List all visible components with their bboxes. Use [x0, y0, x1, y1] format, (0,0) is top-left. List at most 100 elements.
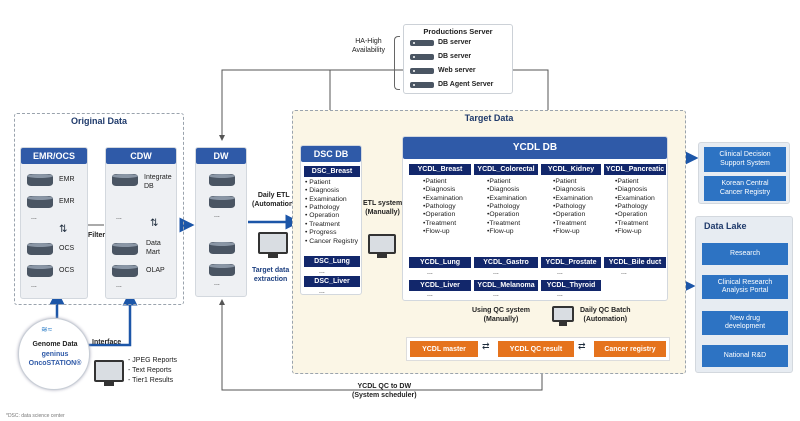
ycdl-col-list: •Patient•Diagnosis•Examination•Pathology… — [615, 178, 655, 237]
list-item: •Treatment — [553, 219, 587, 227]
server-item: DB Agent Server — [438, 81, 494, 88]
cdw-panel: CDW Integrate DB ... ⇅ Data Mart OLAP ..… — [105, 147, 177, 299]
dw-dots: ... — [214, 212, 220, 219]
list-item: •Pathology — [553, 203, 586, 211]
ycdl-col-label: YCDL_Breast — [409, 164, 471, 175]
list-item: •Patient — [423, 178, 447, 185]
list-item: •Examination — [423, 194, 463, 202]
genome-circle: ≋≈ Genome Data geninus OncoSTATION® — [18, 318, 90, 390]
original-title: Original Data — [70, 116, 127, 126]
transfer-icon: ⇅ — [150, 218, 159, 229]
monitor-icon — [94, 360, 124, 386]
ycdl-row3-label: YCDL_Melanoma — [474, 280, 538, 291]
emr-ocs-panel: EMR/OCS EMR EMR ... ⇅ OCS OCS ... — [20, 147, 88, 299]
list-item: •Examination — [553, 194, 593, 202]
database-icon — [209, 242, 235, 254]
list-item: • Patient — [305, 179, 331, 186]
ycdl-row2-label: YCDL_Bile duct — [604, 257, 666, 268]
server-icon — [410, 40, 434, 46]
ycdl-master-button: YCDL master — [410, 341, 478, 357]
exchange-icon: ⇄ — [578, 341, 586, 351]
ycdl-col-label: YCDL_Colorectal — [474, 164, 538, 175]
dw-dots: ... — [214, 280, 220, 287]
list-item: •Pathology — [423, 203, 456, 211]
ycdl-col-list: •Patient•Diagnosis•Examination•Pathology… — [553, 178, 593, 237]
ycdl-db-panel: YCDL DB YCDL_Breast YCDL_Colorectal YCDL… — [402, 136, 668, 301]
server-item: DB server — [438, 39, 472, 46]
transfer-icon: ⇅ — [59, 224, 68, 235]
ycdl-col-list: •Patient•Diagnosis•Examination•Pathology… — [423, 178, 463, 237]
monitor-icon — [368, 234, 396, 258]
target-extraction-label: Target data extraction — [252, 267, 290, 283]
emr-item: EMR — [59, 176, 75, 183]
list-item: •Examination — [487, 194, 527, 202]
ycdl-dots: ... — [427, 269, 433, 276]
dsc-title: DSC DB — [301, 146, 361, 162]
cdw-item: Data Mart — [146, 240, 161, 256]
list-item: • Treatment — [305, 220, 340, 228]
monitor-icon — [258, 232, 288, 258]
dsc-lung: DSC_Lung — [304, 256, 360, 267]
emr-item: EMR — [59, 198, 75, 205]
cdw-item: Integrate DB — [144, 174, 172, 190]
cdw-item: OLAP — [146, 267, 165, 274]
ycdl-dots: ... — [621, 269, 627, 276]
database-icon — [209, 196, 235, 208]
list-item: • Cancer Registry — [305, 237, 358, 245]
report-item: - JPEG Reports — [128, 357, 178, 364]
list-item: •Pathology — [615, 203, 648, 211]
original-data-group — [14, 113, 184, 305]
cdw-item: ... — [116, 214, 122, 221]
ycdl-dots: ... — [557, 269, 563, 276]
lake-item: Clinical Research Analysis Portal — [702, 275, 788, 299]
list-item: •Operation — [423, 211, 456, 219]
list-item: •Operation — [487, 211, 520, 219]
daily-qc-label: Daily QC Batch (Automation) — [580, 307, 631, 323]
ycdl-dots: ... — [557, 291, 563, 298]
emr-item: ... — [31, 282, 37, 289]
list-item: •Patient — [615, 178, 639, 185]
database-icon — [112, 265, 138, 277]
ycdl-row2-label: YCDL_Gastro — [474, 257, 538, 268]
database-icon — [209, 264, 235, 276]
kcr-box: Korean Central Cancer Registry — [704, 176, 786, 201]
genome-product: OncoSTATION® — [28, 360, 82, 367]
list-item: •Examination — [615, 194, 655, 202]
dsc-breast: DSC_Breast — [304, 166, 360, 177]
list-item: •Diagnosis — [615, 186, 648, 194]
list-item: •Pathology — [487, 203, 520, 211]
monitor-icon — [552, 306, 574, 326]
list-item: •Operation — [615, 211, 648, 219]
emr-title: EMR/OCS — [21, 148, 87, 164]
dsc-liver: DSC_Liver — [304, 276, 360, 287]
database-icon — [27, 174, 53, 186]
cds-box: Clinical Decision Support System — [704, 147, 786, 172]
ycdl-dots: ... — [493, 291, 499, 298]
footnote: *DSC: data science center — [6, 413, 65, 419]
list-item: •Patient — [487, 178, 511, 185]
etl-system-label: ETL system (Manually) — [363, 200, 403, 216]
list-item: •Flow-up — [615, 228, 642, 236]
genome-title: Genome Data — [32, 341, 78, 348]
production-server-box: Productions Server DB server DB server W… — [403, 24, 513, 94]
ycdl-dots: ... — [427, 291, 433, 298]
dsc-breast-list: • Patient • Diagnosis • Examination • Pa… — [305, 179, 358, 246]
server-item: Web server — [438, 67, 476, 74]
cdw-title: CDW — [106, 148, 176, 164]
dw-panel: DW ... ... — [195, 147, 247, 297]
list-item: •Treatment — [487, 219, 521, 227]
list-item: •Flow-up — [487, 228, 514, 236]
target-title: Target Data — [464, 113, 514, 123]
genome-brand: geninus — [41, 351, 69, 358]
ycdl-col-list: •Patient•Diagnosis•Examination•Pathology… — [487, 178, 527, 237]
list-item: • Operation — [305, 212, 340, 220]
data-lake-group: Data Lake Research Clinical Research Ana… — [695, 216, 793, 373]
ycdl-col-label: YCDL_Kidney — [541, 164, 601, 175]
list-item: • Progress — [305, 229, 337, 237]
list-item: •Treatment — [615, 219, 649, 227]
daily-etl-label: Daily ETL (Automation) — [252, 192, 296, 208]
ha-label: HA-High Availability — [352, 38, 385, 54]
database-icon — [112, 243, 138, 255]
list-item: •Diagnosis — [423, 186, 456, 194]
ha-bracket — [394, 36, 400, 90]
